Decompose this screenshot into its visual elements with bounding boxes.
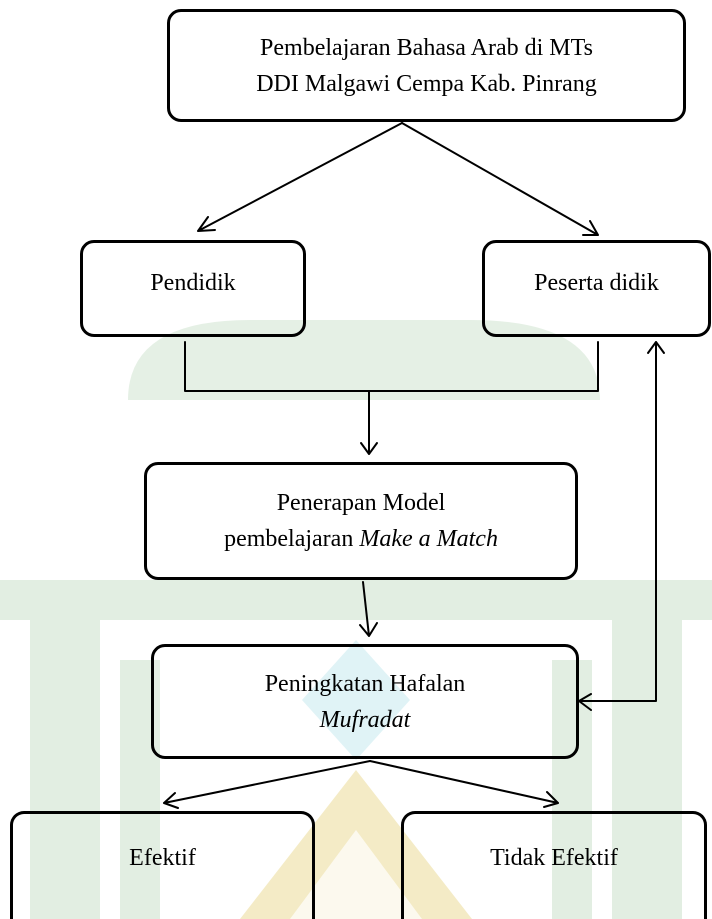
watermark-dome	[128, 320, 600, 400]
arrow-to-efektif	[163, 760, 371, 809]
arrow-to-tidak-efektif	[369, 760, 559, 808]
arrow-peningkatan-to-peserta	[578, 341, 665, 711]
node-title-line2: DDI Malgawi Cempa Kab. Pinrang	[256, 70, 597, 97]
node-penerapan-line2: pembelajaran Make a Match	[224, 521, 498, 557]
node-penerapan-model: Penerapan Model pembelajaran Make a Matc…	[144, 462, 578, 580]
arrow-title-to-pendidik	[197, 122, 403, 232]
merge-connector	[184, 341, 599, 455]
node-peningkatan-line1: Peningkatan Hafalan	[264, 670, 466, 697]
node-title-line1: Pembelajaran Bahasa Arab di MTs	[260, 34, 593, 61]
node-peserta-didik: Peserta didik	[482, 240, 711, 337]
node-pendidik: Pendidik	[80, 240, 306, 337]
watermark-center	[240, 640, 472, 919]
arrow-title-to-peserta	[401, 122, 599, 236]
node-efektif-label: Efektif	[129, 845, 196, 871]
node-penerapan-line2-prefix: pembelajaran	[224, 526, 360, 552]
node-tidak-efektif-label: Tidak Efektif	[490, 845, 618, 871]
node-tidak-efektif: Tidak Efektif	[401, 811, 707, 919]
arrow-penerapan-to-peningkatan	[359, 581, 378, 637]
node-penerapan-line2-italic: Make a Match	[359, 526, 498, 552]
node-peserta-didik-label: Peserta didik	[534, 270, 659, 296]
node-peningkatan-hafalan: Peningkatan Hafalan Mufradat	[151, 644, 579, 759]
watermark-frame	[0, 580, 712, 919]
node-penerapan-line1: Penerapan Model	[276, 490, 446, 516]
node-pendidik-label: Pendidik	[150, 270, 236, 296]
node-title: Pembelajaran Bahasa Arab di MTs DDI Malg…	[167, 9, 686, 122]
node-peningkatan-line2: Mufradat	[319, 706, 411, 733]
node-efektif: Efektif	[10, 811, 315, 919]
